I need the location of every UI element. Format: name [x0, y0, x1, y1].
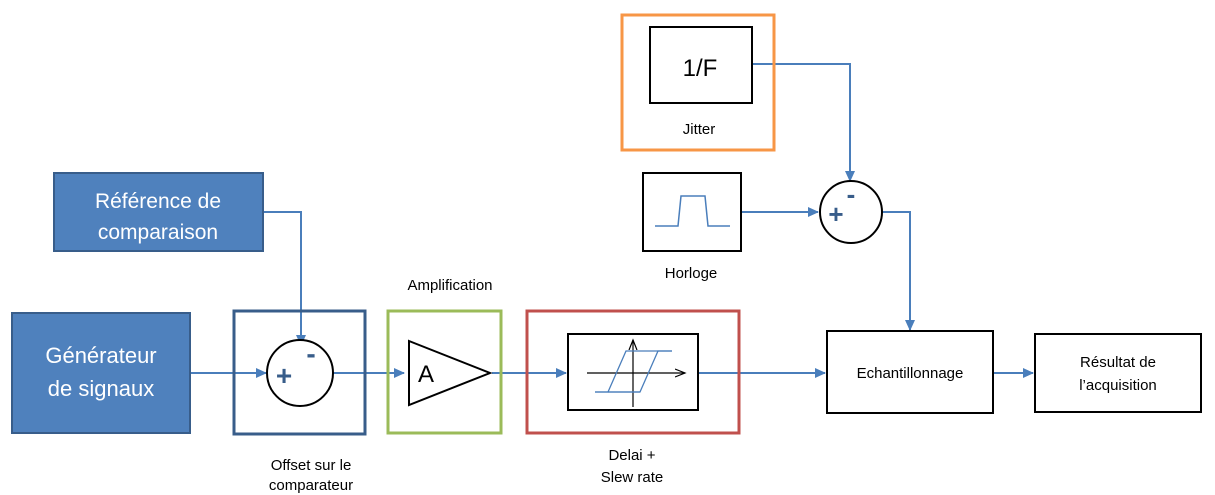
generator-block: Générateur de signaux: [11, 312, 191, 434]
reference-label-line1: Référence de: [95, 190, 221, 213]
summer-minus-sign: -: [306, 338, 315, 369]
delay-label-line1: Delai +: [608, 447, 655, 464]
jitter-inner-box: [649, 26, 753, 104]
amplifier-symbol: A: [418, 361, 434, 388]
jitter-block: 1/F Jitter: [620, 13, 776, 152]
offset-label-line1: Offset sur le: [271, 457, 352, 474]
clock-block: Horloge: [642, 172, 742, 282]
amplification-block: Amplification A: [386, 277, 503, 435]
delay-label-line2: Slew rate: [601, 469, 664, 486]
sampling-block: Echantillonnage: [826, 330, 994, 414]
connections: [190, 63, 1034, 378]
amplification-title: Amplification: [407, 277, 492, 294]
hysteresis-icon: [587, 340, 685, 407]
amplifier-triangle: [408, 339, 493, 407]
arrow-clock-summer-to-sampling: [882, 211, 915, 331]
generator-label-line2: de signaux: [48, 376, 154, 401]
arrow-jitter-to-clock-summer: [752, 63, 855, 182]
clock-summer-plus: +: [828, 199, 843, 229]
result-label-line1: Résultat de: [1080, 354, 1156, 371]
reference-label-line2: comparaison: [98, 221, 218, 244]
sampling-label: Echantillonnage: [857, 365, 964, 382]
offset-summer: [266, 339, 334, 407]
clock-label: Horloge: [665, 265, 718, 282]
jitter-label: Jitter: [683, 121, 716, 138]
offset-comparator-block: + - Offset sur le comparateur: [232, 309, 367, 494]
clock-summer: + -: [819, 179, 883, 244]
arrow-reference-to-summer: [263, 211, 306, 346]
result-block: Résultat de l’acquisition: [1034, 333, 1202, 413]
reference-block: Référence de comparaison: [53, 172, 264, 252]
delay-slew-block: Delai + Slew rate: [525, 309, 741, 486]
clock-pulse-icon: [655, 195, 730, 227]
offset-label-line2: comparateur: [269, 477, 353, 494]
jitter-symbol: 1/F: [683, 55, 718, 82]
result-label-line2: l’acquisition: [1079, 377, 1157, 394]
summer-plus-sign: +: [276, 360, 292, 391]
generator-label-line1: Générateur: [45, 343, 156, 368]
clock-summer-minus: -: [847, 179, 856, 209]
